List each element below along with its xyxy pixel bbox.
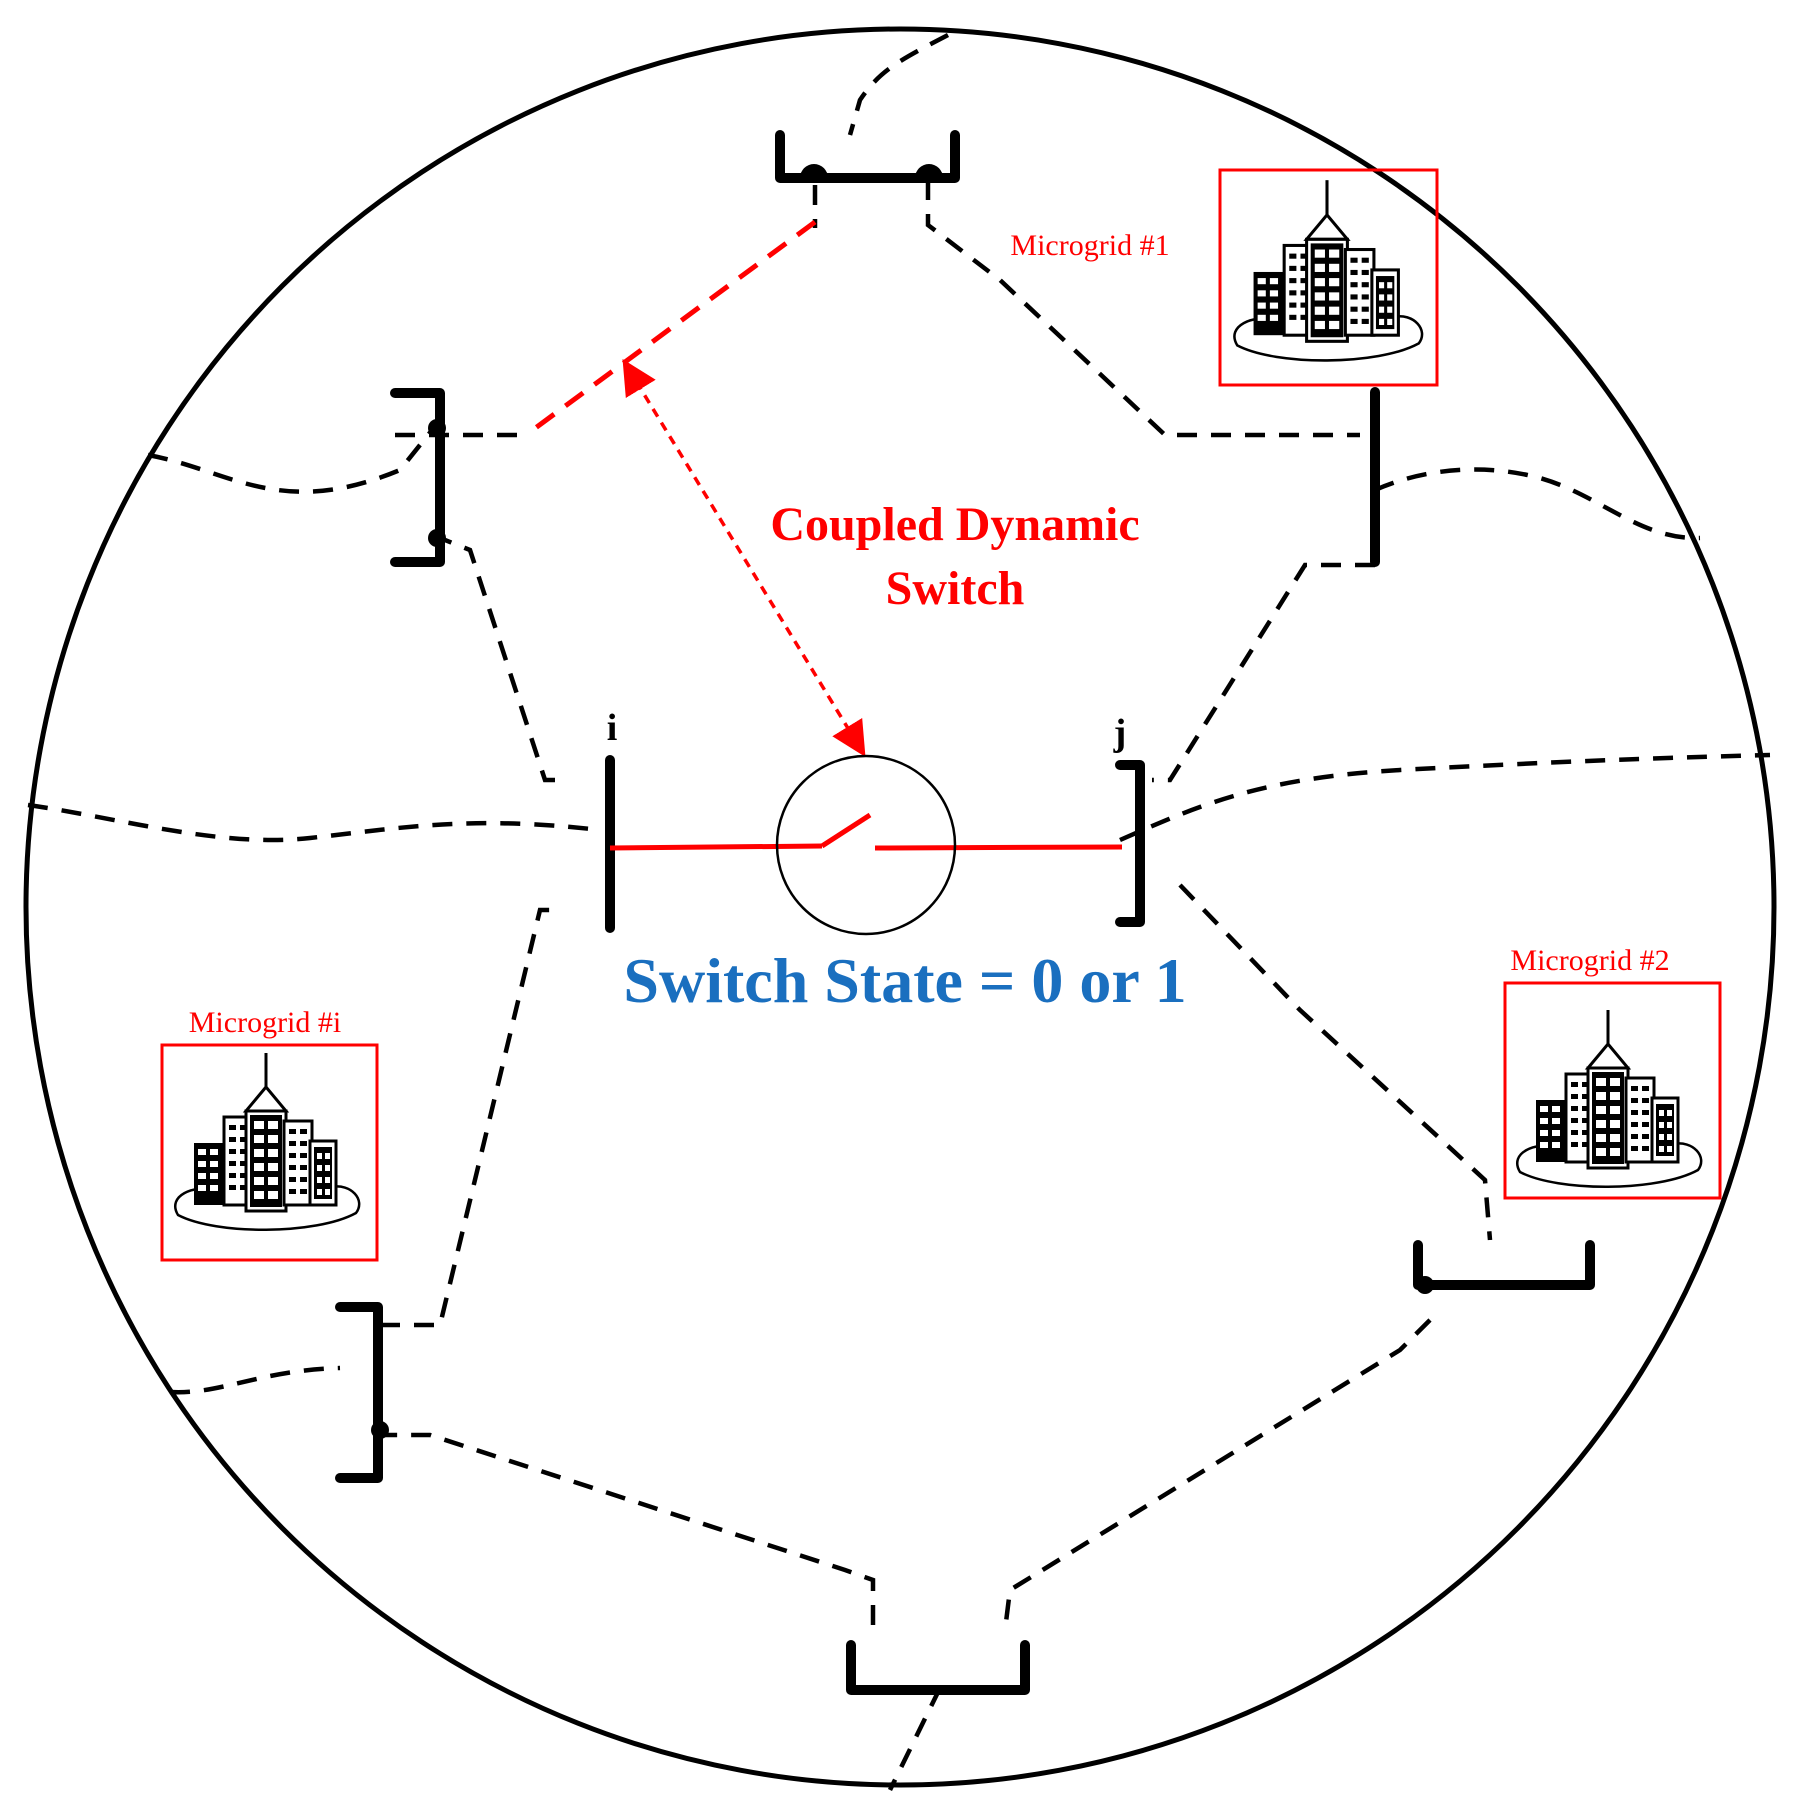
network-boundary-circle: [23, 26, 1777, 1788]
switch-circle: [775, 754, 957, 936]
microgrid-2: [1503, 981, 1722, 1200]
microgrid-i: [160, 1043, 379, 1262]
dynamic-switch: [609, 754, 1123, 936]
city-buildings-icon: [1232, 178, 1424, 362]
microgrid-i-label: Microgrid #i: [189, 1006, 341, 1039]
feeder-lines: [27, 33, 1771, 1791]
microgrid-1-label: Microgrid #1: [1010, 229, 1169, 262]
buses: [335, 130, 1595, 1695]
city-buildings-icon: [173, 1051, 361, 1232]
switch-state-label: Switch State = 0 or 1: [623, 945, 1186, 1016]
coupled-line: [528, 219, 817, 435]
coupling-arrow: [622, 359, 866, 757]
coupled-switch-title-line1: Coupled Dynamic: [770, 498, 1139, 551]
node-j-label: j: [1113, 712, 1127, 754]
microgrid-1: [1218, 168, 1439, 387]
microgrid-2-label: Microgrid #2: [1510, 944, 1669, 977]
city-buildings-icon: [1515, 1008, 1703, 1189]
node-i-label: i: [607, 707, 618, 749]
coupled-switch-title-line2: Switch: [886, 562, 1025, 615]
bus-j: [1115, 760, 1145, 927]
